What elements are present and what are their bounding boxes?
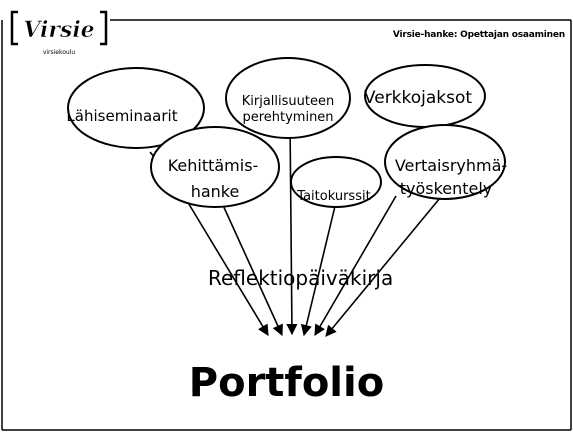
- connector-vertais-left: [314, 195, 397, 336]
- logo-subtext: virsiekoulu: [43, 49, 76, 56]
- center-label: Reflektiopäiväkirja: [208, 266, 394, 290]
- connector-taitokurssit: [300, 201, 337, 337]
- node-kehittamis-label-line1: Kehittämis-: [168, 156, 259, 175]
- node-lahiseminaarit-label: Lähiseminaarit: [66, 107, 177, 125]
- node-kirjallisuus-ellipse: [225, 57, 351, 139]
- node-kehittamis-label-line2: hanke: [191, 182, 240, 201]
- node-lahiseminaarit-ellipse: [67, 67, 205, 149]
- node-kehittamis-ellipse: [150, 126, 280, 208]
- virsie-logo: Virsie virsiekoulu: [10, 10, 108, 56]
- tagline: Virsie-hanke: Opettajan osaaminen: [392, 30, 565, 40]
- connector-kirjallisuus: [286, 119, 298, 336]
- node-vertais-ellipse: [384, 124, 506, 200]
- slide-frame: [1, 19, 572, 431]
- connector-vertais-right: [325, 197, 441, 337]
- node-vertais-label-line2: työskentely: [400, 179, 493, 198]
- portfolio-title: Portfolio: [188, 360, 385, 406]
- node-verkkojaksot-label: Verkkojaksot: [364, 88, 472, 108]
- connector-kehittamis-left: [177, 185, 269, 336]
- node-vertais-label-line1: Vertaisryhmä-: [395, 156, 507, 175]
- node-kirjallisuus-label-line1: Kirjallisuuteen: [242, 94, 334, 109]
- node-taitokurssit-label: Taitokurssit: [296, 189, 370, 204]
- logo-text: Virsie: [23, 17, 94, 43]
- node-kirjallisuus-label-line2: perehtyminen: [242, 110, 333, 125]
- connector-kehittamis-right: [221, 202, 283, 337]
- node-taitokurssit-ellipse: [290, 156, 382, 208]
